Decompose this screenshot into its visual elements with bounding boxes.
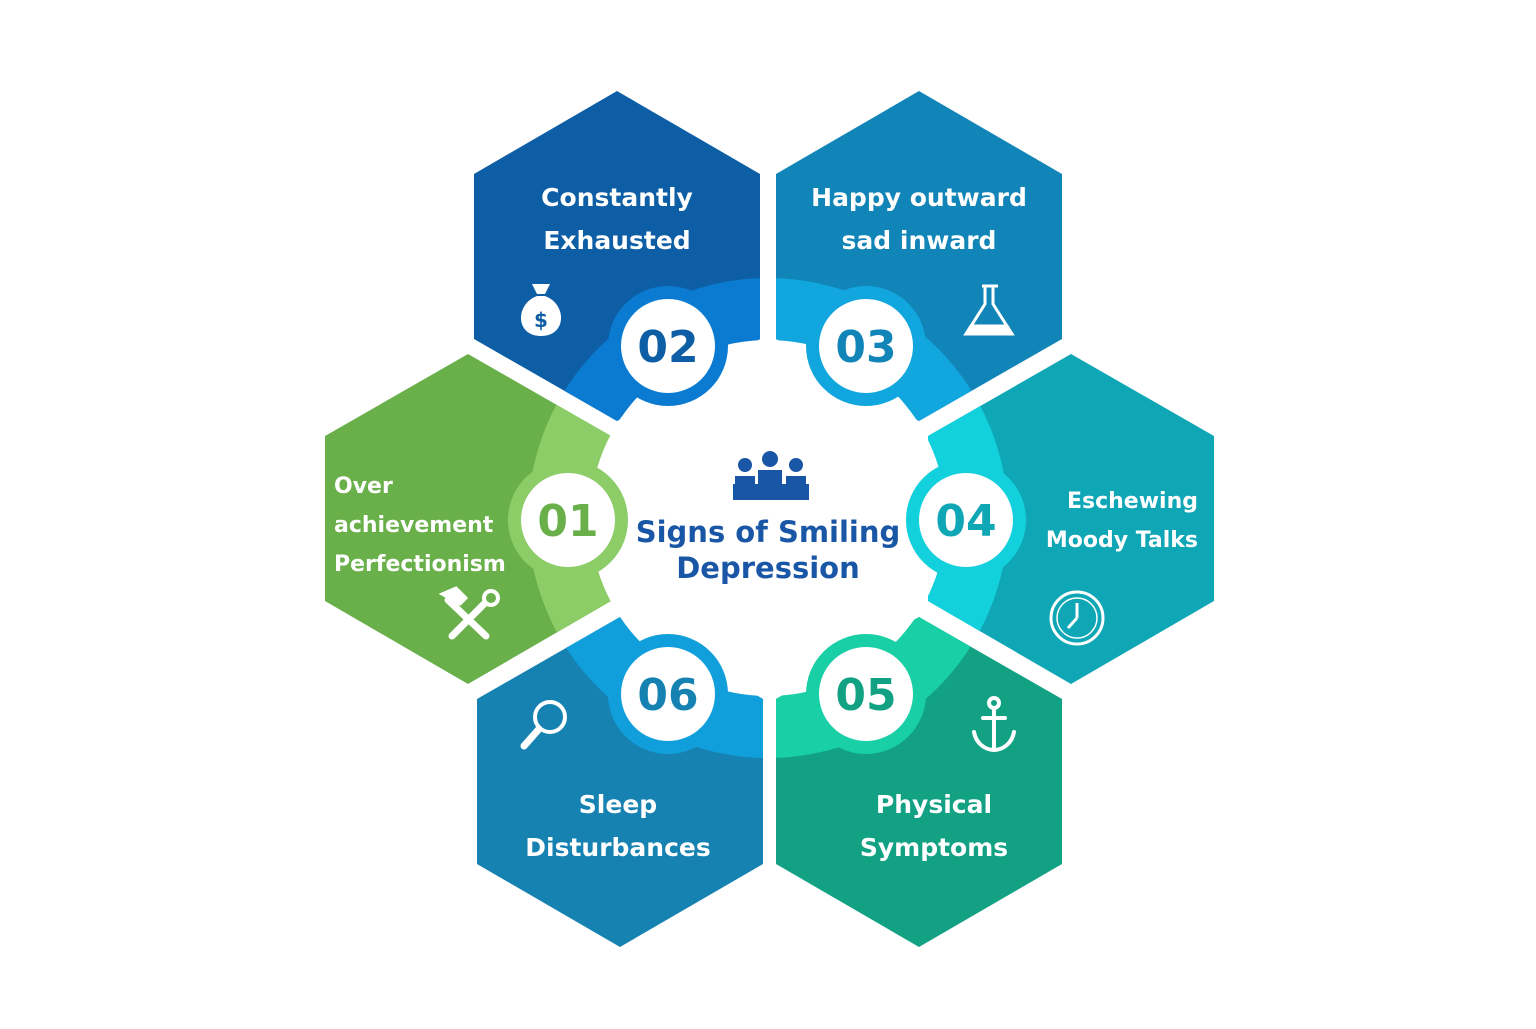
label-06-line1: Sleep (579, 790, 657, 819)
center-disc (590, 340, 946, 696)
number-01: 01 (537, 496, 598, 547)
label-04-line1: Eschewing (1067, 489, 1198, 514)
number-badge-02: 02 (608, 286, 728, 406)
label-04-line2: Moody Talks (1046, 528, 1198, 553)
label-06-line2: Disturbances (525, 833, 711, 862)
label-02-line1: Constantly (541, 183, 693, 212)
number-badge-05: 05 (806, 634, 926, 754)
number-05: 05 (835, 670, 896, 721)
number-badge-06: 06 (608, 634, 728, 754)
label-01-line2: achievement (334, 513, 494, 538)
meeting-people-icon (733, 451, 809, 500)
tools-icon (438, 586, 500, 640)
number-03: 03 (835, 322, 896, 373)
label-03-line1: Happy outward (811, 183, 1027, 212)
label-05-line2: Symptoms (860, 833, 1008, 862)
number-badge-04: 04 (906, 460, 1026, 580)
anchor-icon (972, 696, 1016, 753)
label-01-line3: Perfectionism (334, 552, 506, 577)
hexagon-04 (928, 354, 1214, 684)
number-06: 06 (637, 670, 698, 721)
label-03-line2: sad inward (842, 226, 997, 255)
label-05-line1: Physical (876, 790, 992, 819)
center-title-line2: Depression (676, 551, 860, 585)
label-01-line1: Over (334, 474, 393, 499)
label-02-line2: Exhausted (543, 226, 690, 255)
center-title-line1: Signs of Smiling (636, 515, 901, 549)
flask-icon (963, 284, 1015, 336)
number-02: 02 (637, 322, 698, 373)
hexagon-01 (325, 354, 611, 684)
magnifier-icon (520, 700, 567, 750)
clock-icon (1049, 590, 1105, 646)
number-badge-03: 03 (806, 286, 926, 406)
money-bag-icon: $ (520, 284, 562, 336)
number-04: 04 (935, 496, 996, 547)
number-badge-01: 01 (508, 460, 628, 580)
svg-text:$: $ (534, 308, 548, 332)
